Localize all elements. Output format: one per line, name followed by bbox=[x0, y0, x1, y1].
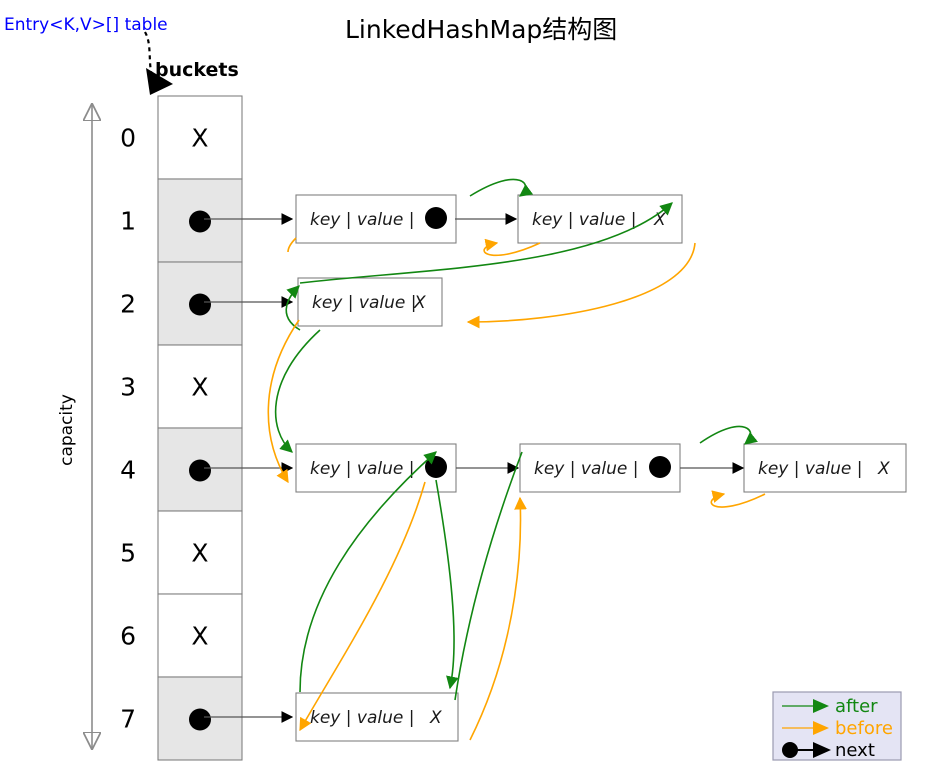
after-link-e4a-e7a bbox=[435, 479, 459, 690]
entry-label-e7a: key | value | bbox=[310, 708, 414, 728]
entry-label-e2a: key | value | bbox=[312, 293, 416, 313]
entry-label-e4c: key | value | bbox=[758, 459, 862, 479]
capacity-label: capacity bbox=[57, 394, 77, 466]
before-link-e1b-e2a bbox=[466, 242, 696, 329]
after-link-e1a-e1b bbox=[469, 178, 534, 197]
before-link-e7a-e4b bbox=[469, 496, 527, 741]
bucket-index-2: 2 bbox=[120, 290, 136, 319]
bucket-pointer-dot-1 bbox=[189, 210, 211, 233]
bucket-cell-5[interactable] bbox=[157, 510, 243, 595]
entry-label-e4a: key | value | bbox=[310, 459, 414, 479]
before-link-e4c-e4b bbox=[710, 490, 766, 508]
legend-item-before: before bbox=[779, 717, 893, 739]
entry-node-e7a[interactable] bbox=[295, 692, 459, 742]
after-link-e4b-e4c bbox=[699, 425, 758, 445]
bucket-index-1: 1 bbox=[120, 207, 136, 236]
table-reference-label: Entry<K,V>[] table bbox=[4, 15, 168, 35]
bucket-index-7: 7 bbox=[120, 705, 136, 734]
entry-node-e1b[interactable] bbox=[517, 194, 683, 244]
bucket-pointer-dot-7 bbox=[189, 708, 211, 731]
entry-next-null-e7a: X bbox=[429, 708, 442, 728]
legend-label-after: after bbox=[835, 695, 878, 717]
entry-node-e2a[interactable] bbox=[297, 277, 443, 327]
bucket-index-4: 4 bbox=[120, 456, 136, 485]
entry-label-e1b: key | value | bbox=[532, 210, 636, 230]
legend-item-next: next bbox=[779, 739, 875, 761]
arrow-right-icon bbox=[779, 719, 835, 737]
bucket-index-0: 0 bbox=[120, 124, 136, 153]
bucket-null-mark-6: X bbox=[191, 622, 208, 651]
bucket-null-mark-0: X bbox=[191, 124, 208, 153]
legend-label-next: next bbox=[835, 739, 875, 761]
entry-label-e4b: key | value | bbox=[534, 459, 638, 479]
after-link-e7a-e4a bbox=[299, 451, 437, 693]
bucket-index-6: 6 bbox=[120, 622, 136, 651]
bucket-index-5: 5 bbox=[120, 539, 136, 568]
bucket-cell-3[interactable] bbox=[157, 344, 243, 429]
entry-next-dot-e1a bbox=[425, 207, 447, 229]
entry-next-dot-e4b bbox=[649, 456, 671, 478]
entry-node-e4c[interactable] bbox=[743, 443, 907, 493]
before-link-e1b-e1a bbox=[483, 238, 541, 257]
legend-label-before: before bbox=[835, 717, 893, 739]
after-link-prev-e2a bbox=[285, 285, 301, 331]
before-tail-e1a bbox=[287, 237, 297, 253]
bucket-pointer-dot-4 bbox=[189, 459, 211, 482]
entry-next-null-e2a: X bbox=[413, 293, 426, 313]
bucket-index-3: 3 bbox=[120, 373, 136, 402]
buckets-label: buckets bbox=[155, 59, 239, 81]
before-link-e2a-e4a bbox=[267, 319, 300, 484]
bucket-pointer-dot-2 bbox=[189, 293, 211, 316]
bucket-null-mark-3: X bbox=[191, 373, 208, 402]
bucket-cell-0[interactable] bbox=[157, 95, 243, 180]
bucket-index-column: 0 1 2 3 4 5 6 7 bbox=[120, 124, 136, 734]
after-link-e2a-e1b bbox=[299, 202, 673, 284]
after-link-into-e4b bbox=[454, 451, 523, 701]
buckets-pointer-arrowhead bbox=[146, 68, 173, 95]
after-link-e2a-e4a bbox=[274, 329, 321, 453]
leader-line bbox=[144, 31, 154, 77]
legend-item-after: after bbox=[779, 695, 878, 717]
entry-next-null-e4c: X bbox=[877, 459, 890, 479]
page-title: LinkedHashMap结构图 bbox=[345, 15, 617, 44]
entry-label-e1a: key | value | bbox=[310, 210, 414, 230]
bucket-null-mark-5: X bbox=[191, 539, 208, 568]
arrow-right-icon bbox=[779, 697, 835, 715]
bucket-array: X X X X bbox=[157, 95, 243, 761]
bucket-cell-6[interactable] bbox=[157, 593, 243, 678]
before-link-e4a-e7a bbox=[299, 481, 426, 732]
dot-arrow-icon bbox=[779, 741, 835, 759]
